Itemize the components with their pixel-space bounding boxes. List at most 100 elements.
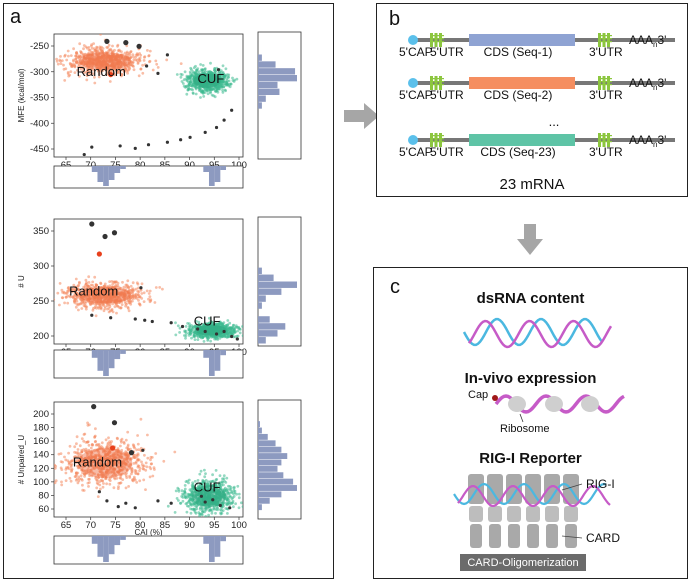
- sequence-point: [82, 152, 86, 157]
- dsrna-title: dsRNA content: [476, 290, 585, 307]
- highlight-point: [109, 445, 116, 451]
- sequence-point: [118, 144, 122, 148]
- y-tick-label: 350: [33, 226, 49, 237]
- sequence-point: [214, 125, 219, 130]
- arrow-a-to-b: [344, 103, 379, 129]
- highlight-point: [108, 71, 114, 78]
- x-tick-label: 95: [209, 160, 220, 171]
- sequence-point: [216, 68, 221, 72]
- sequence-point: [91, 404, 97, 410]
- sequence-point: [203, 329, 207, 334]
- polya-label: AAAn3': [629, 133, 666, 149]
- rigi-label: RIG-I: [586, 477, 615, 491]
- sequence-point: [165, 140, 169, 144]
- mrna-caption: 23 mRNA: [499, 176, 565, 193]
- cap-label: 5'CAP: [399, 45, 433, 59]
- y-axis-label: # U: [17, 275, 26, 288]
- sequence-point: [235, 337, 239, 341]
- sequence-point: [133, 146, 137, 150]
- sequence-point: [104, 38, 110, 44]
- sequence-point: [230, 334, 234, 339]
- sequence-point: [199, 494, 204, 498]
- y-tick-label: 200: [33, 331, 49, 342]
- sequence-point: [218, 503, 222, 508]
- sequence-point: [133, 506, 137, 510]
- y-tick-label: 140: [33, 450, 49, 461]
- utr5-label: 5'UTR: [430, 45, 464, 59]
- y-tick-label: -250: [30, 41, 49, 52]
- cuf-label: CUF: [194, 313, 221, 328]
- y-tick-label: 180: [33, 423, 49, 434]
- cds-block: [469, 134, 575, 146]
- y-axis-label: MFE (kcal/mol): [17, 68, 26, 122]
- panel-a-letter: a: [10, 6, 22, 28]
- sequence-point: [124, 501, 128, 505]
- in-vivo-title: In-vivo expression: [464, 370, 597, 387]
- cap-label: 5'CAP: [399, 88, 433, 102]
- side-histogram: [257, 399, 302, 520]
- x-tick-label: 65: [61, 520, 72, 531]
- bottom-histogram: [53, 165, 244, 189]
- utr5-label: 5'UTR: [430, 88, 464, 102]
- arrow-b-to-c: [517, 224, 543, 255]
- y-tick-label: -450: [30, 144, 49, 155]
- x-tick-label: 85: [160, 520, 171, 531]
- sequence-point: [180, 324, 185, 329]
- utr3-label: 3'UTR: [589, 45, 623, 59]
- x-tick-label: 90: [184, 160, 195, 171]
- sequence-point: [97, 490, 101, 494]
- y-tick-label: 80: [38, 490, 49, 501]
- sequence-point: [133, 317, 137, 321]
- oligomerization-bar: [460, 554, 586, 571]
- x-tick-label: 80: [135, 160, 146, 171]
- x-tick-label: 80: [135, 520, 146, 531]
- cds-block: [469, 34, 575, 46]
- sequence-point: [102, 233, 108, 240]
- cds-block: [469, 77, 575, 89]
- cap-circle: [408, 78, 418, 88]
- highlight-point: [96, 251, 102, 257]
- ribosome-1: [508, 396, 526, 412]
- y-tick-label: 250: [33, 296, 49, 307]
- sequence-point: [105, 499, 109, 503]
- sequence-point: [188, 135, 192, 139]
- y-tick-label: 160: [33, 436, 49, 447]
- side-histogram: [257, 31, 302, 160]
- utr3-label: 3'UTR: [589, 145, 623, 159]
- sequence-point: [203, 130, 207, 134]
- cuf-label: CUF: [194, 480, 221, 495]
- sequence-point: [214, 332, 219, 336]
- random-label: Random: [73, 454, 122, 469]
- y-tick-label: -300: [30, 67, 49, 78]
- cap-dot: [492, 395, 498, 401]
- polya-label: AAAn3': [629, 76, 666, 92]
- in-vivo-illustration: Cap Ribosome: [468, 389, 625, 435]
- polya-label: AAAn3': [629, 33, 666, 49]
- sequence-point: [196, 327, 200, 331]
- cds-label: CDS (Seq-23): [480, 145, 555, 159]
- y-tick-label: 60: [38, 504, 49, 515]
- y-tick-label: 200: [33, 409, 49, 420]
- ellipsis: ...: [549, 114, 560, 129]
- sequence-point: [143, 318, 147, 322]
- y-tick-label: 120: [33, 463, 49, 474]
- x-tick-label: 95: [209, 520, 220, 531]
- sequence-point: [169, 501, 173, 505]
- cap-circle: [408, 35, 418, 45]
- sequence-point: [169, 321, 173, 325]
- cds-label: CDS (Seq-1): [484, 45, 553, 59]
- sequence-point: [109, 316, 113, 320]
- x-tick-label: 75: [110, 520, 121, 531]
- x-tick-label: 75: [110, 160, 121, 171]
- sequence-point: [90, 313, 94, 317]
- utr5-label: 5'UTR: [430, 145, 464, 159]
- cap-label: Cap: [468, 389, 488, 401]
- dsrna-helix-illustration: [462, 317, 613, 349]
- sequence-point: [145, 64, 149, 68]
- sequence-point: [139, 286, 143, 290]
